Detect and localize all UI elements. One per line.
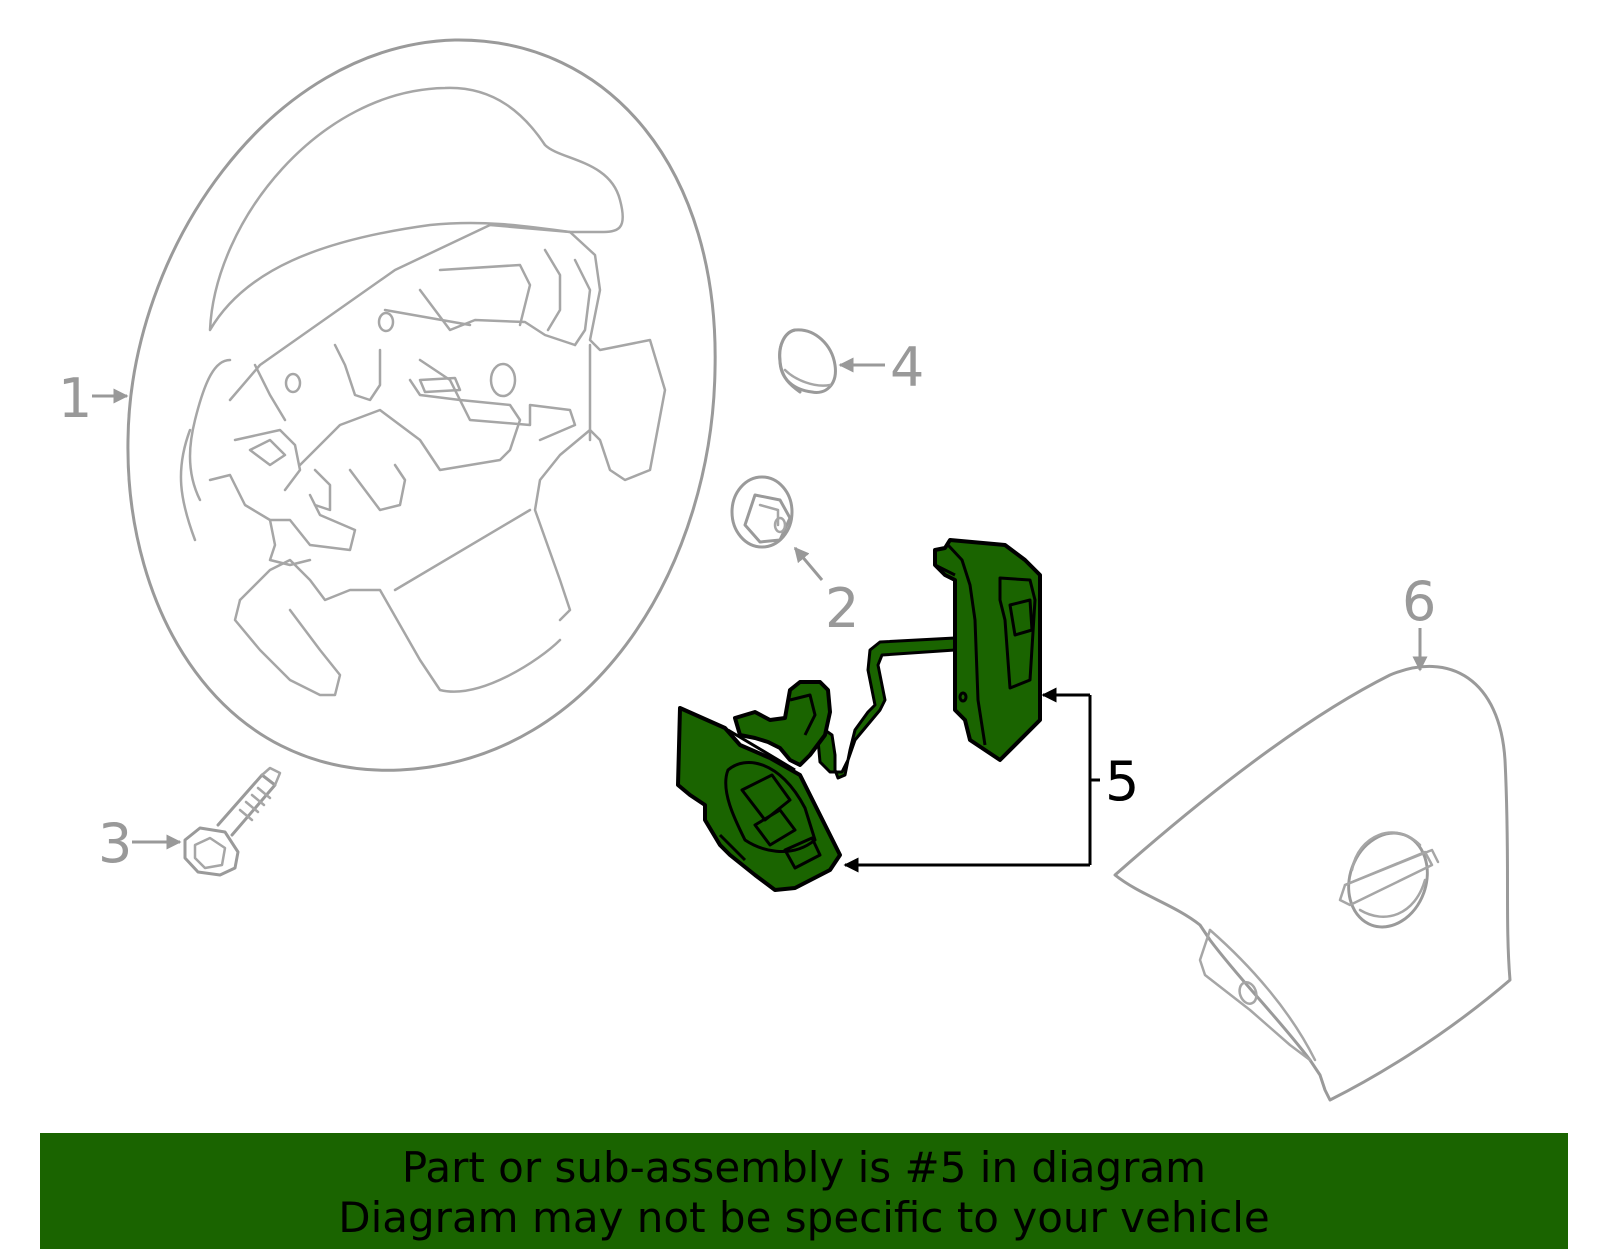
callout-5: 5 bbox=[1105, 750, 1139, 813]
info-banner: Part or sub-assembly is #5 in diagram Di… bbox=[40, 1133, 1568, 1249]
callout-1: 1 bbox=[58, 367, 92, 430]
callout-4: 4 bbox=[890, 336, 924, 399]
callout-leaders bbox=[92, 357, 1428, 873]
steering-wheel-part[interactable] bbox=[126, 38, 717, 772]
steering-switch-assembly-part[interactable] bbox=[676, 538, 1042, 892]
banner-line-part-number: Part or sub-assembly is #5 in diagram bbox=[401, 1143, 1207, 1192]
nut-part[interactable] bbox=[730, 475, 794, 549]
callout-6: 6 bbox=[1402, 570, 1436, 633]
callout-3: 3 bbox=[98, 812, 132, 875]
airbag-module-part[interactable] bbox=[1113, 665, 1512, 1102]
cap-part[interactable] bbox=[778, 328, 837, 395]
callout-2: 2 bbox=[825, 577, 859, 640]
bolt-part[interactable] bbox=[183, 766, 282, 877]
banner-line-disclaimer: Diagram may not be specific to your vehi… bbox=[338, 1193, 1270, 1242]
